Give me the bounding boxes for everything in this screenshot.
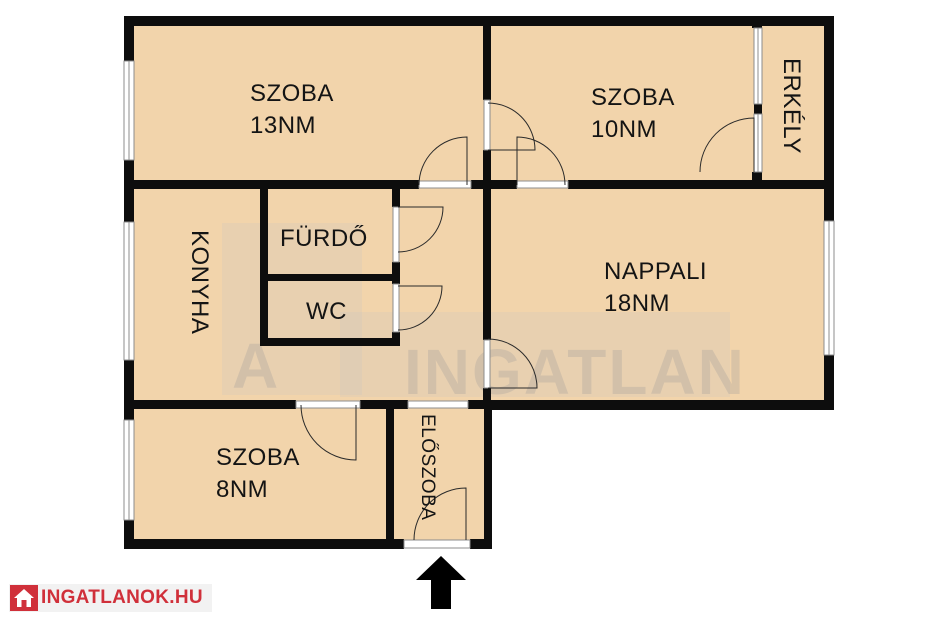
wall-left-lower: [124, 520, 134, 549]
watermark-text: INGATLAN: [404, 336, 746, 408]
door-szoba13: [418, 136, 468, 186]
wall-bath-right-a: [392, 185, 400, 207]
wall-h1-c: [568, 180, 834, 189]
opening-szoba10-left: [483, 99, 491, 151]
label-furdo: FÜRDŐ: [280, 225, 368, 252]
wall-left-mid2: [124, 360, 134, 420]
wall-eloszoba-right: [484, 400, 492, 549]
wall-h1-a: [124, 180, 419, 189]
opening-eloszoba-top: [407, 400, 469, 409]
floor-middle: [128, 185, 488, 405]
wall-erkely-top: [752, 18, 762, 28]
house-icon: [10, 585, 38, 611]
opening-szoba10: [516, 180, 569, 189]
wall-bottom-right: [484, 400, 834, 410]
label-szoba8-area: 8NM: [216, 476, 268, 503]
arrow-up-icon: [416, 556, 466, 609]
label-nappali-name: NAPPALI: [604, 258, 707, 285]
wall-bath-mid: [260, 274, 400, 281]
wall-right-lower: [824, 355, 834, 410]
wall-h2-c: [468, 400, 492, 409]
label-szoba13-area: 13NM: [250, 112, 316, 139]
door-entrance: [413, 487, 467, 541]
floor-fills: [128, 22, 830, 545]
watermark-band: [340, 312, 730, 397]
wall-v2: [386, 405, 394, 547]
room-labels: SZOBA 13NM SZOBA 10NM ERKÉLY FÜRDŐ WC KO…: [186, 58, 805, 520]
opening-wc: [392, 283, 400, 333]
wall-erkely-mid: [754, 104, 762, 114]
label-nappali-area: 18NM: [604, 290, 670, 317]
wall-h1-b: [471, 180, 517, 189]
wall-bottom-left: [124, 539, 404, 549]
floor-szoba-10: [488, 22, 758, 185]
opening-entrance: [403, 539, 471, 549]
floor-eloszoba: [390, 405, 488, 545]
floor-szoba-8: [128, 405, 390, 545]
label-szoba10-name: SZOBA: [591, 84, 675, 111]
window-center-lines: [128, 28, 830, 520]
door-furdo: [397, 206, 444, 253]
floor-nappali: [488, 185, 830, 405]
door-szoba8: [300, 404, 357, 461]
wall-h2-b: [360, 400, 408, 409]
wall-erkely-bottom: [752, 172, 762, 186]
wall-top: [124, 16, 834, 26]
opening-furdo: [392, 206, 400, 263]
walls: [124, 16, 834, 549]
door-erkely: [699, 117, 755, 173]
label-eloszoba: ELŐSZOBA: [417, 414, 439, 520]
watermark-box: [222, 223, 362, 395]
opening-szoba8: [295, 400, 361, 409]
door-szoba10-left: [487, 102, 536, 151]
door-nappali: [487, 338, 538, 389]
label-szoba10-area: 10NM: [591, 116, 657, 143]
wall-v1-c: [483, 388, 491, 408]
opening-szoba13: [418, 180, 472, 189]
wall-left-mid1: [124, 160, 134, 222]
label-szoba13-name: SZOBA: [250, 80, 334, 107]
opening-nappali: [483, 339, 491, 389]
label-szoba8-name: SZOBA: [216, 444, 300, 471]
wall-bath-right-c: [392, 332, 400, 346]
label-konyha: KONYHA: [186, 230, 213, 334]
door-wc: [397, 285, 443, 331]
floor-erkely: [758, 22, 828, 185]
wall-bath-left: [260, 185, 268, 345]
wall-v1-a: [483, 22, 491, 100]
wall-bath-bottom: [260, 338, 400, 346]
wall-bottom-right-stub: [470, 539, 492, 549]
floor-szoba-13: [128, 22, 488, 185]
label-erkely: ERKÉLY: [778, 58, 805, 154]
door-openings: [295, 99, 569, 549]
wall-right-upper: [824, 16, 834, 221]
door-szoba10-bottom: [516, 136, 566, 186]
door-swings: [300, 102, 755, 541]
wall-bath-right-b: [392, 262, 400, 284]
wall-v1-b: [483, 150, 491, 340]
wall-left-upper: [124, 16, 134, 61]
wall-h2-a: [124, 400, 296, 409]
brand-badge: INGATLANOK.HU: [9, 584, 212, 612]
watermark: A INGATLAN: [222, 223, 746, 408]
label-wc: WC: [306, 298, 347, 325]
brand-text: INGATLANOK.HU: [41, 587, 203, 608]
